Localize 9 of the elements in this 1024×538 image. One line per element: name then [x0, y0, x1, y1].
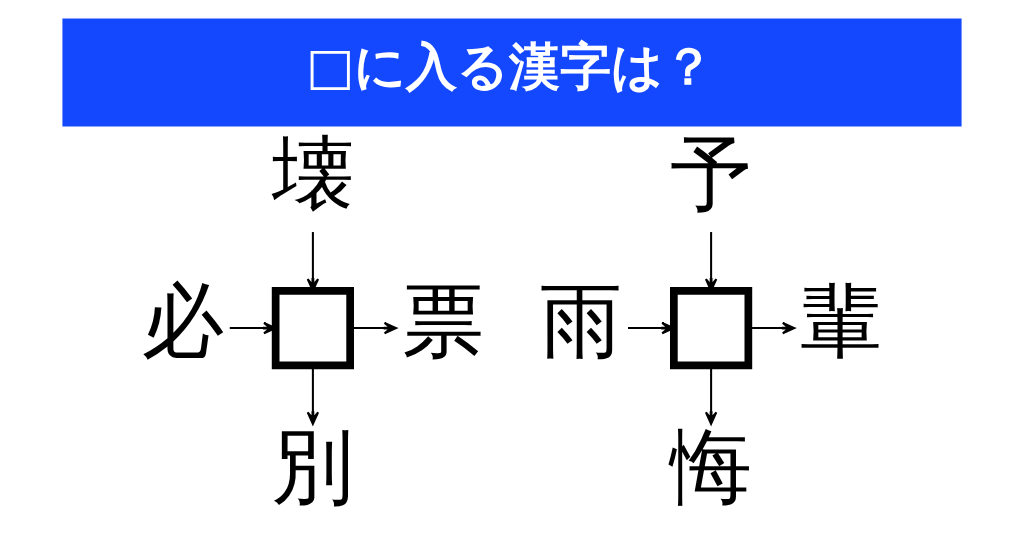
node-text: 壊	[271, 126, 354, 222]
diagram-title: □に入る漢字は？	[305, 36, 715, 97]
node-text: 予	[670, 126, 753, 222]
node-text: 悔	[670, 419, 753, 515]
node-text: 別	[271, 419, 354, 515]
node-text: 必	[142, 272, 225, 368]
node-text: 雨	[540, 272, 623, 368]
node-text: 票	[401, 272, 484, 368]
node-text: 輩	[799, 272, 882, 368]
